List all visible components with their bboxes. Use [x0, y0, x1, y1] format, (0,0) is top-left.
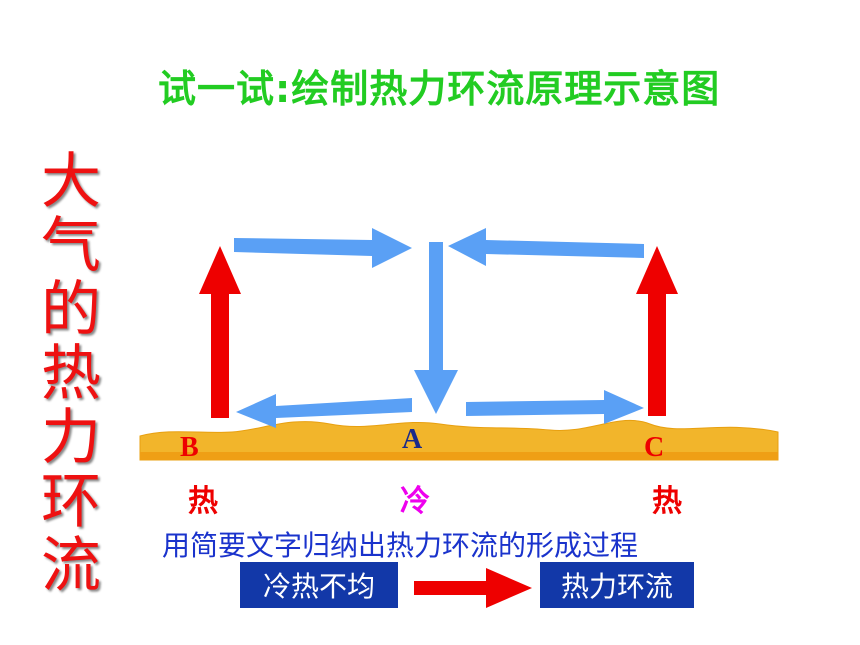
side-title-char: 热 — [41, 339, 101, 409]
temp-label-a: 冷 — [400, 484, 430, 519]
rising-arrow-b — [199, 246, 241, 418]
cause-box: 冷热不均 — [240, 562, 398, 608]
side-title-char: 力 — [41, 403, 101, 473]
upper-arrow-c-to-a — [448, 228, 644, 266]
ground-surface — [139, 419, 779, 461]
page-title: 试一试:绘制热力环流原理示意图 — [158, 67, 721, 111]
sinking-arrow-a — [414, 242, 458, 414]
side-title: 大 气 的 热 力 环 流 — [36, 150, 106, 598]
summary-prompt: 用简要文字归纳出热力环流的形成过程 — [162, 529, 639, 562]
surface-arrow-a-to-b — [236, 394, 412, 428]
surface-arrow-a-to-c — [466, 390, 644, 424]
side-title-char: 大 — [41, 147, 101, 217]
side-title-char: 环 — [41, 467, 101, 537]
rising-arrow-c — [636, 246, 678, 416]
side-title-char: 气 — [41, 211, 101, 281]
result-box: 热力环流 — [540, 562, 694, 608]
temp-label-c: 热 — [652, 484, 682, 519]
side-title-char: 的 — [41, 275, 101, 345]
ground-base — [140, 452, 778, 460]
result-arrow — [414, 568, 532, 608]
side-title-char: 流 — [41, 531, 101, 601]
temp-label-b: 热 — [188, 484, 218, 519]
point-label-a: A — [402, 424, 423, 455]
point-label-b: B — [180, 432, 199, 463]
upper-arrow-b-to-a — [234, 228, 412, 268]
point-label-c: C — [644, 432, 665, 463]
